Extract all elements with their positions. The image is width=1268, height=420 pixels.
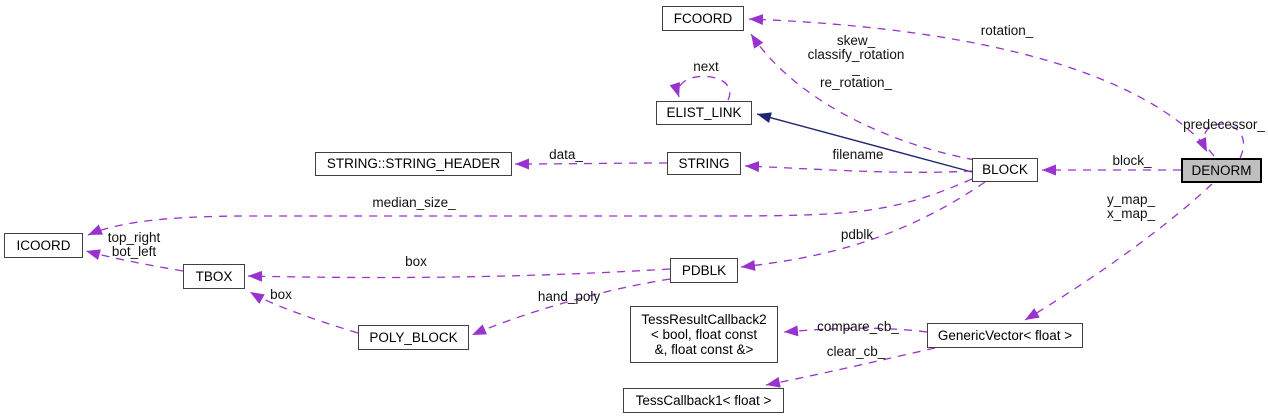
node-generic-vector[interactable]: GenericVector< float > — [927, 323, 1083, 348]
edge-pdblk-tbox — [247, 268, 671, 282]
edge-label-data: data_ — [549, 146, 583, 162]
edge-block-fcoord — [750, 33, 976, 161]
edge-block-elistlink-inherit — [756, 112, 973, 173]
edge-label-clear-cb: clear_cb_ — [826, 343, 886, 359]
node-pdblk[interactable]: PDBLK — [670, 258, 738, 283]
edge-denorm-fcoord — [748, 14, 1215, 157]
node-icoord[interactable]: ICOORD — [4, 233, 83, 258]
node-string[interactable]: STRING — [667, 152, 741, 175]
edge-denorm-self — [1196, 123, 1245, 159]
edge-label-box-pdblk: box — [405, 253, 427, 269]
edge-block-string — [744, 161, 973, 173]
edge-genericvector-tessresultcallback2 — [783, 325, 928, 337]
edge-label-median-size: median_size_ — [372, 194, 456, 210]
edge-label-predecessor: predecessor_ — [1183, 116, 1265, 132]
edge-label-box-polyblock: box — [270, 286, 292, 302]
edge-label-next: next — [693, 58, 719, 74]
edge-label-compare-cb: compare_cb_ — [817, 318, 899, 334]
edge-block-pdblk — [740, 181, 986, 271]
edge-polyblock-tbox — [249, 291, 359, 334]
edge-label-filename: filename — [832, 146, 884, 162]
edge-genericvector-tesscallback1 — [765, 347, 936, 388]
edge-string-stringheader — [514, 158, 668, 170]
node-tess-result-callback2[interactable]: TessResultCallback2 < bool, float const … — [630, 306, 778, 363]
edge-label-pdblk: pdblk — [840, 226, 874, 242]
edge-tbox-icoord — [85, 249, 184, 272]
edge-label-y-map-x-map: y_map_ x_map_ — [1106, 191, 1156, 221]
node-tbox[interactable]: TBOX — [183, 264, 245, 289]
edge-label-rotation: rotation_ — [980, 22, 1034, 38]
edge-block-icoord — [87, 178, 973, 236]
node-denorm-current: DENORM — [1181, 158, 1262, 183]
node-fcoord[interactable]: FCOORD — [662, 6, 744, 31]
edge-denorm-genericvector — [1024, 183, 1213, 321]
edge-label-block: block_ — [1112, 152, 1152, 168]
node-string-string-header[interactable]: STRING::STRING_HEADER — [315, 152, 512, 176]
edge-label-hand-poly: hand_poly — [537, 288, 601, 304]
edge-pdblk-polyblock — [471, 278, 671, 336]
node-tess-callback1[interactable]: TessCallback1< float > — [623, 388, 784, 413]
edge-elistlink-self — [669, 75, 731, 101]
edge-label-skew-classify-re-rotation: skew_ classify_rotation _ re_rotation_ — [807, 32, 905, 91]
node-block[interactable]: BLOCK — [972, 158, 1038, 182]
node-elist-link[interactable]: ELIST_LINK — [656, 101, 752, 125]
node-poly-block[interactable]: POLY_BLOCK — [358, 325, 469, 350]
edge-label-top-right-bot-left: top_right bot_left — [107, 229, 161, 259]
